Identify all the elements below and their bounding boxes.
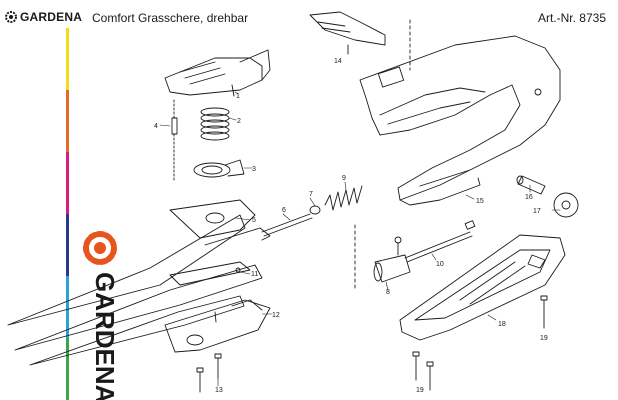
color-bar-green bbox=[66, 338, 69, 400]
color-bar-navy bbox=[66, 214, 69, 276]
part-15-handle-body bbox=[359, 35, 561, 206]
part-label-6: 6 bbox=[282, 207, 286, 214]
part-label-3: 3 bbox=[252, 166, 256, 173]
part-label-2: 2 bbox=[237, 118, 241, 125]
part-label-15: 15 bbox=[476, 198, 484, 205]
color-bar bbox=[66, 28, 69, 400]
color-bar-cyan bbox=[66, 276, 69, 338]
header-brand: GARDENA bbox=[20, 10, 83, 24]
part-18-base-tray bbox=[399, 234, 566, 341]
part-2-spring bbox=[200, 107, 230, 141]
blade-lower bbox=[14, 264, 263, 351]
part-13-screws bbox=[196, 353, 222, 393]
part-label-11: 11 bbox=[251, 271, 258, 278]
part-17-wheel bbox=[553, 192, 579, 218]
page-title: Comfort Grasschere, drehbar bbox=[92, 11, 249, 25]
part-10-shaft bbox=[404, 220, 476, 263]
part-label-1: 1 bbox=[236, 93, 240, 100]
side-logo-flower-icon bbox=[83, 231, 117, 265]
color-bar-orange bbox=[66, 90, 69, 152]
part-label-7: 7 bbox=[309, 191, 313, 198]
part-label-4: 4 bbox=[154, 123, 158, 130]
part-7-washer bbox=[309, 205, 321, 215]
gardena-flower-icon bbox=[5, 11, 17, 23]
part-label-13: 13 bbox=[215, 387, 223, 394]
part-11-plate bbox=[169, 261, 251, 286]
color-bar-magenta bbox=[66, 152, 69, 214]
header-logo: GARDENA bbox=[5, 10, 82, 24]
part-3-ring bbox=[193, 159, 245, 178]
part-label-12: 12 bbox=[272, 312, 280, 319]
part-label-14: 14 bbox=[334, 58, 342, 65]
color-bar-yellow bbox=[66, 28, 69, 90]
part-label-16: 16 bbox=[525, 194, 533, 201]
part-8-roller bbox=[373, 236, 411, 283]
part-16-axle bbox=[516, 175, 546, 195]
part-label-8: 8 bbox=[386, 289, 390, 296]
part-label-10: 10 bbox=[436, 261, 444, 268]
part-4-pin bbox=[171, 99, 178, 181]
part-label-19b: 19 bbox=[416, 387, 424, 394]
part-12-housing bbox=[164, 299, 271, 353]
part-5-blade-plate bbox=[169, 199, 271, 246]
part-14-clip bbox=[309, 11, 386, 55]
article-number: Art.-Nr. 8735 bbox=[537, 11, 606, 25]
part-6-rod bbox=[261, 213, 313, 237]
part-19-screws bbox=[412, 295, 548, 391]
blade-lower-2 bbox=[29, 295, 245, 366]
part-label-18: 18 bbox=[498, 321, 506, 328]
side-brand-text: GARDENA bbox=[90, 272, 120, 400]
part-label-9: 9 bbox=[342, 175, 346, 182]
part-label-19: 19 bbox=[540, 335, 548, 342]
part-label-17: 17 bbox=[533, 208, 541, 215]
blade-upper bbox=[7, 214, 246, 326]
part-1-handle-cap bbox=[164, 49, 271, 97]
part-label-5: 5 bbox=[252, 217, 256, 224]
part-9-spring bbox=[324, 185, 363, 211]
